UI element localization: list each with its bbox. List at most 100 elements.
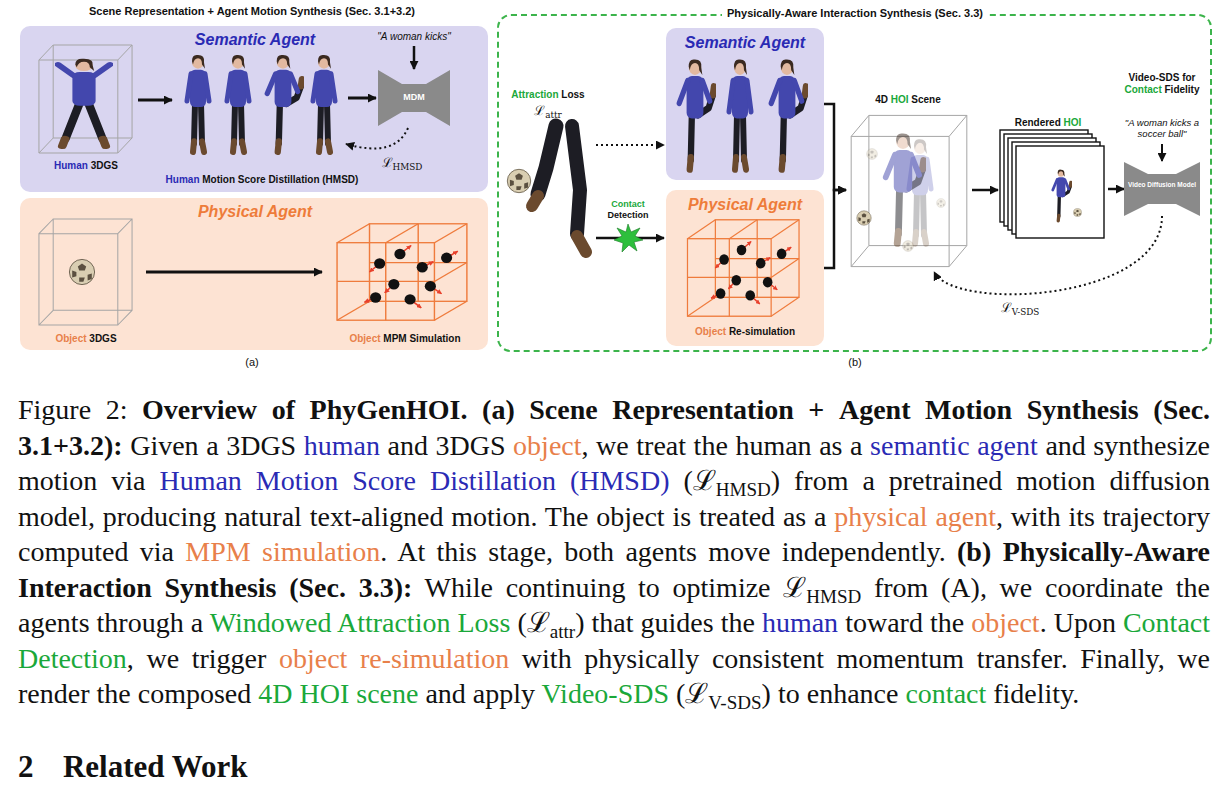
panel-tag: (b)	[848, 356, 861, 369]
hoi-scene-cube	[903, 241, 914, 252]
text-run: Representation	[612, 394, 793, 425]
text-run: Agent	[839, 394, 911, 425]
text-run: HOI	[1064, 117, 1082, 128]
text-run: human	[762, 607, 838, 638]
text-run: HMSD	[806, 585, 861, 606]
hoi-scene-cube	[851, 115, 967, 266]
connector	[1108, 188, 1124, 191]
connector	[934, 216, 1162, 294]
semantic-agent-art	[187, 55, 209, 152]
video-model-shape	[1124, 162, 1200, 216]
text-run: Synthesis	[164, 572, 276, 603]
text-run: HOI	[299, 678, 349, 709]
hoi-scene-cube	[886, 133, 924, 243]
text-run: Object	[695, 326, 726, 337]
leg-closeup	[572, 126, 580, 234]
text-run: Attraction	[511, 89, 558, 100]
text-run: V-SDS	[708, 692, 761, 713]
leg-closeup	[507, 169, 530, 192]
agent-box: Semantic Agent	[666, 28, 824, 180]
hoi-scene-cube	[867, 149, 878, 160]
text-run: Human	[166, 174, 200, 185]
semantic-agent-art	[227, 55, 249, 152]
text-run: Human	[159, 465, 241, 496]
rendered-figure	[1053, 170, 1071, 221]
loss-label: ℒHMSD	[382, 155, 423, 171]
panel-tag: (a)	[245, 356, 258, 369]
text-run: HOI	[891, 94, 909, 105]
node-text: Object Re-simulation	[695, 326, 795, 338]
text-run: Motion	[256, 465, 338, 496]
text-run: Video-SDS	[542, 678, 669, 709]
text-run: Loss	[457, 607, 510, 638]
model-shape: MDM	[378, 70, 450, 126]
text-run: 3.3):	[359, 572, 413, 603]
model-shape: Video Diffusion Model	[1124, 162, 1200, 216]
leg-closeup	[538, 126, 556, 194]
text-run: PhyGenHOI.	[310, 394, 468, 425]
node-text: Object MPM Simulation	[349, 333, 460, 345]
physical-agent-art	[39, 219, 132, 325]
prompt-text: "A woman kicks"	[377, 31, 450, 43]
node-heading: Semantic Agent	[685, 33, 805, 52]
hoi-scene-cube	[937, 199, 946, 208]
video-model-shape	[1124, 162, 1200, 216]
hoi-scene-cube	[851, 115, 967, 266]
text-run: Scene	[529, 394, 597, 425]
semantic-agent-art	[348, 97, 376, 100]
scene-box: 4D HOI Scene	[846, 88, 972, 272]
caption: Figure 2: Overview of PhyGenHOI. (a) Sce…	[18, 392, 1210, 712]
semantic-agent-art	[138, 99, 172, 102]
panel-title: Physically-Aware Interaction Synthesis (…	[722, 7, 988, 20]
text-run: Contact	[611, 199, 645, 209]
text-run: object	[279, 643, 347, 674]
text-run: (HMSD)	[570, 465, 670, 496]
text-run: semantic	[870, 430, 970, 461]
resim-grid	[666, 190, 824, 346]
physical-agent-art	[337, 224, 467, 320]
text-run: Motion	[925, 394, 1012, 425]
text-run: V-SDS	[1012, 307, 1040, 317]
text-run: attr	[545, 110, 562, 120]
step-label: Contact Detection	[599, 199, 657, 221]
semantic-agent-art	[58, 59, 110, 147]
loss-label: ℒattr	[534, 103, 562, 119]
text-run: Overview	[142, 394, 257, 425]
node-heading: Physical Agent	[688, 195, 802, 214]
physical-agent-art	[20, 198, 488, 350]
hoi-scene-cube	[857, 211, 871, 225]
resim-grid	[687, 220, 799, 316]
contact-arrow	[596, 224, 664, 252]
edge-label: ℒV-SDS	[996, 300, 1045, 316]
agent-box: Physical AgentObject Re-simulation	[666, 190, 824, 346]
node-text: Rendered HOI	[1015, 117, 1082, 129]
text-run: re-simulation	[360, 643, 509, 674]
text-run: Interaction	[18, 572, 152, 603]
text-run: human	[304, 430, 380, 461]
connector	[824, 104, 846, 190]
text-run: HMSD	[716, 479, 771, 500]
text-run: 3.1+3.2):	[18, 430, 123, 461]
rendered-figure	[1073, 208, 1081, 216]
connector	[972, 189, 998, 192]
text-run: agent	[935, 501, 996, 532]
text-run: MPM	[185, 536, 250, 567]
text-run: Object	[55, 333, 86, 344]
text-run: 2	[18, 749, 34, 784]
rendered-frames	[1016, 146, 1104, 238]
agent-band: Physical AgentObject 3DGSObject MPM Simu…	[20, 198, 488, 350]
attraction-arrow	[596, 145, 664, 146]
text-run: (Sec.	[1153, 394, 1210, 425]
semantic-agent-art	[39, 45, 132, 153]
semantic-agent-art	[267, 55, 302, 152]
rendered-frames	[1000, 130, 1104, 238]
text-run: contact	[905, 678, 986, 709]
leg-closeup	[507, 126, 586, 252]
text-run: attr	[550, 621, 575, 642]
connector	[824, 190, 846, 268]
node-heading: Physical Agent	[198, 202, 312, 221]
attraction-arrow	[596, 144, 664, 146]
text-run: Synthesis	[1027, 394, 1139, 425]
hoi-scene-cube	[937, 199, 946, 208]
text-run: Attraction	[337, 607, 451, 638]
